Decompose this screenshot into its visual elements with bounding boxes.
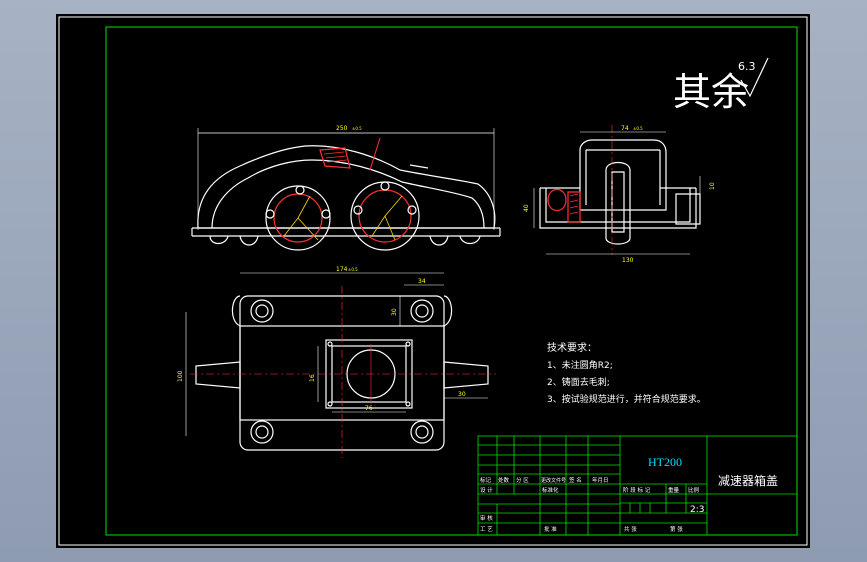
- svg-text:工 艺: 工 艺: [480, 526, 493, 533]
- tech-line: 1、未注圆角R2;: [547, 359, 613, 371]
- tech-requirements: 技术要求： 1、未注圆角R2; 2、铸面去毛刺; 3、按试验规范进行，并符合规范…: [547, 341, 706, 405]
- plan-square-width-dim: 76: [365, 405, 373, 412]
- svg-text:批 准: 批 准: [544, 525, 557, 533]
- roughness-label: 其余: [673, 70, 749, 114]
- end-body: [579, 139, 667, 211]
- end-base: [539, 188, 697, 229]
- plan-hole-dim: 30: [391, 308, 398, 316]
- plan-boss-dim: 34: [418, 278, 426, 285]
- svg-text:标准化: 标准化: [542, 486, 559, 494]
- svg-text:阶 段 标 记: 阶 段 标 记: [623, 486, 651, 494]
- plan-ear-left: [195, 361, 241, 389]
- svg-text:年月日: 年月日: [592, 476, 609, 484]
- plan-square-height-dim: 16: [309, 374, 316, 382]
- title-block: [477, 435, 798, 536]
- title-block-text: HT200 减速器箱盖 2:3 标记 处数 分 区 更改文件号 签 名 年月日 …: [480, 455, 778, 533]
- outer-border: [58, 16, 808, 546]
- svg-text:设 计: 设 计: [480, 486, 493, 494]
- side-view: [191, 137, 501, 251]
- svg-text:标记: 标记: [480, 476, 492, 484]
- svg-text:更改文件号: 更改文件号: [541, 477, 566, 484]
- side-hatch: [319, 147, 351, 169]
- plan-ear-right: [443, 361, 489, 389]
- end-view: [539, 125, 701, 255]
- inner-border: [105, 26, 798, 536]
- scale-value: 2:3: [690, 505, 704, 515]
- part-name: 减速器箱盖: [718, 473, 778, 488]
- end-flange-dim: 10: [709, 182, 716, 190]
- plan-dims: 174 ±0.5 100 34 30 76 16 30: [177, 266, 488, 436]
- svg-text:重量: 重量: [668, 486, 680, 494]
- side-flange-ears: [209, 235, 481, 245]
- roughness-value: 6.3: [738, 60, 756, 73]
- svg-text:第 张: 第 张: [670, 525, 683, 533]
- end-width-dim: 74: [621, 125, 629, 132]
- svg-text:签 名: 签 名: [569, 476, 582, 484]
- svg-text:共 张: 共 张: [624, 525, 637, 533]
- tech-line: 3、按试验规范进行，并符合规范要求。: [547, 393, 706, 405]
- plan-width-dim: 174: [336, 266, 348, 273]
- side-inner-contour: [211, 159, 485, 229]
- plan-ear-dim: 30: [458, 391, 466, 398]
- end-boss: [605, 161, 631, 245]
- end-height-dim: 40: [523, 204, 530, 212]
- tech-line: 2、铸面去毛刺;: [547, 376, 610, 388]
- side-base-lines: [192, 227, 500, 237]
- svg-text:±0.5: ±0.5: [348, 267, 358, 272]
- plan-view: [190, 286, 496, 458]
- material-label: HT200: [648, 455, 682, 469]
- tech-title: 技术要求：: [547, 341, 597, 354]
- end-hatch: [567, 191, 581, 223]
- end-dims: 74 ±0.5 40 10 130: [523, 125, 716, 264]
- side-outline: [197, 145, 496, 229]
- svg-text:±0.5: ±0.5: [633, 126, 643, 131]
- svg-text:处数: 处数: [498, 476, 510, 484]
- roughness-check-icon: [740, 57, 769, 98]
- side-dim: 250 ±0.5: [197, 125, 495, 230]
- side-width-dim: 250: [336, 125, 348, 132]
- plan-height-dim: 100: [177, 370, 184, 382]
- end-base-dim: 130: [622, 257, 634, 264]
- drawing-sheet: [56, 14, 810, 548]
- roughness-symbol: 其余 6.3: [673, 57, 769, 114]
- svg-text:±0.5: ±0.5: [352, 126, 362, 131]
- svg-text:审 核: 审 核: [480, 514, 493, 522]
- svg-text:比例: 比例: [688, 486, 700, 494]
- svg-text:分 区: 分 区: [516, 476, 529, 484]
